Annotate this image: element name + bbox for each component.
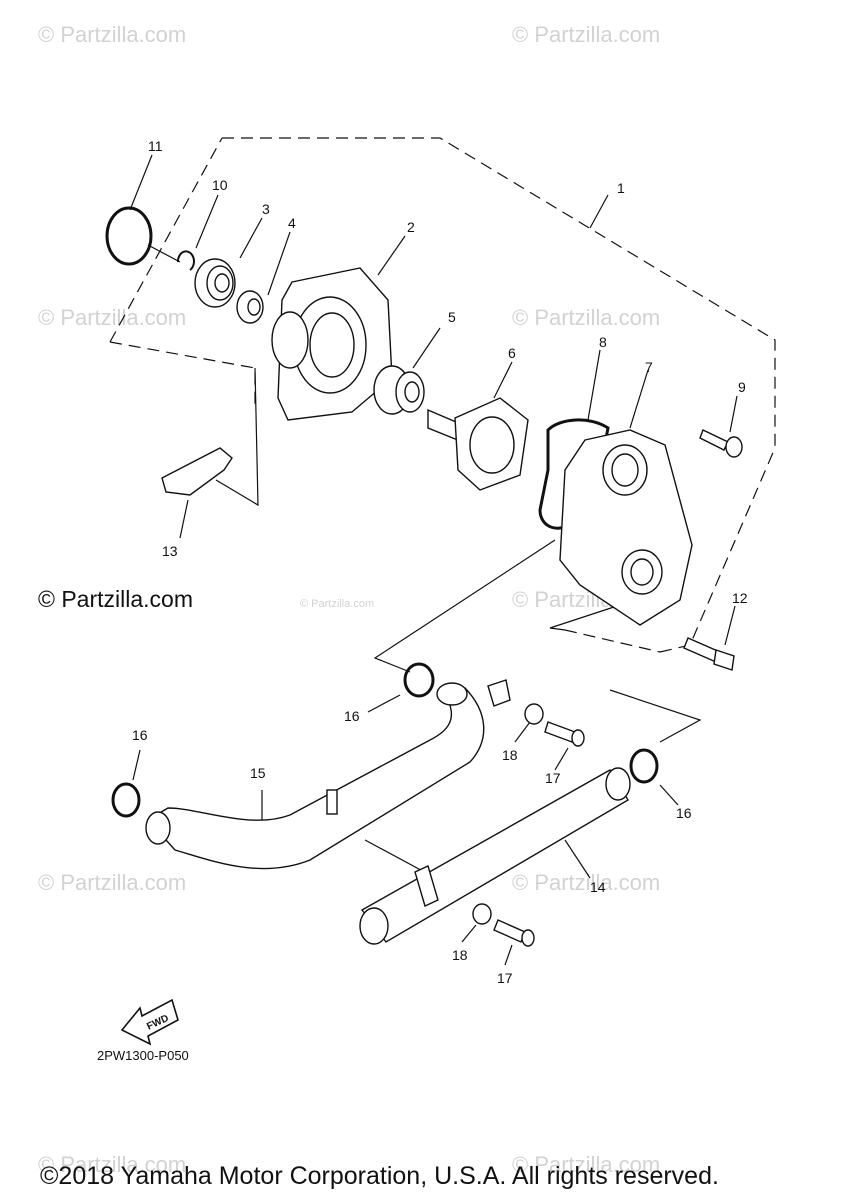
watermark: © Partzilla.com bbox=[512, 305, 660, 330]
mechanical-seal-5 bbox=[373, 365, 425, 415]
callout: 8 bbox=[599, 334, 607, 350]
bearing-3 bbox=[194, 258, 236, 308]
o-ring-11 bbox=[105, 206, 153, 266]
callout: 12 bbox=[732, 590, 748, 606]
pump-housing-2 bbox=[271, 267, 393, 421]
water-pipe-15 bbox=[145, 679, 511, 870]
callout: 6 bbox=[508, 345, 516, 361]
callout: 5 bbox=[448, 309, 456, 325]
clip-13 bbox=[161, 447, 233, 496]
diagram-code: 2PW1300-P050 bbox=[97, 1048, 189, 1063]
impeller-shaft-6 bbox=[427, 397, 529, 491]
callout: 17 bbox=[497, 970, 513, 986]
o-ring-16 bbox=[629, 748, 659, 784]
circlip-10 bbox=[176, 250, 195, 271]
watermark: © Partzilla.com bbox=[512, 22, 660, 47]
bolt-17 bbox=[493, 919, 535, 947]
washer-18 bbox=[524, 703, 544, 725]
copyright-notice: ©2018 Yamaha Motor Corporation, U.S.A. A… bbox=[40, 1162, 719, 1190]
callout: 16 bbox=[344, 708, 360, 724]
bolt-9 bbox=[699, 429, 743, 458]
water-pipe-14 bbox=[359, 767, 631, 945]
pump-cover-7 bbox=[559, 429, 693, 626]
watermark: © Partzilla.com bbox=[38, 305, 186, 330]
leader-lines bbox=[129, 154, 738, 966]
watermark: © Partzilla.com bbox=[512, 870, 660, 895]
callout: 17 bbox=[545, 770, 561, 786]
watermark: © Partzilla.com bbox=[38, 1152, 186, 1177]
callout: 13 bbox=[162, 543, 178, 559]
washer-18 bbox=[472, 903, 492, 925]
callout: 16 bbox=[132, 727, 148, 743]
callout: 18 bbox=[452, 947, 468, 963]
watermark: © Partzilla.com bbox=[38, 870, 186, 895]
partzilla-watermark: © Partzilla.com bbox=[38, 586, 193, 612]
watermark: © Partzilla.com bbox=[300, 598, 374, 610]
assembly-outline bbox=[109, 137, 776, 653]
callout: 11 bbox=[148, 138, 163, 154]
bolt-17 bbox=[544, 721, 585, 747]
callout: 16 bbox=[676, 805, 692, 821]
callout-labels: 1 2 3 4 5 6 7 8 9 10 11 12 13 14 15 16 1… bbox=[132, 138, 748, 986]
bolt-12 bbox=[683, 637, 735, 671]
watermark-layer: © Partzilla.com © Partzilla.com © Partzi… bbox=[38, 22, 660, 1177]
callout: 3 bbox=[262, 201, 270, 217]
watermark: © Partzilla.com bbox=[512, 1152, 660, 1177]
callout: 1 bbox=[617, 180, 625, 196]
assembly-outline-lower bbox=[564, 629, 661, 653]
callout: 2 bbox=[407, 219, 415, 235]
callout: 15 bbox=[250, 765, 266, 781]
callout: 18 bbox=[502, 747, 518, 763]
callout: 14 bbox=[590, 879, 606, 895]
callout: 9 bbox=[738, 379, 746, 395]
fwd-arrow-icon: FWD bbox=[120, 998, 179, 1046]
callout: 7 bbox=[645, 359, 653, 375]
oil-seal-4 bbox=[236, 290, 264, 324]
watermark: © Partzilla.com bbox=[38, 22, 186, 47]
o-ring-16 bbox=[111, 782, 141, 818]
callout: 4 bbox=[288, 215, 296, 231]
o-ring-16 bbox=[403, 662, 435, 698]
callout: 10 bbox=[212, 177, 228, 193]
